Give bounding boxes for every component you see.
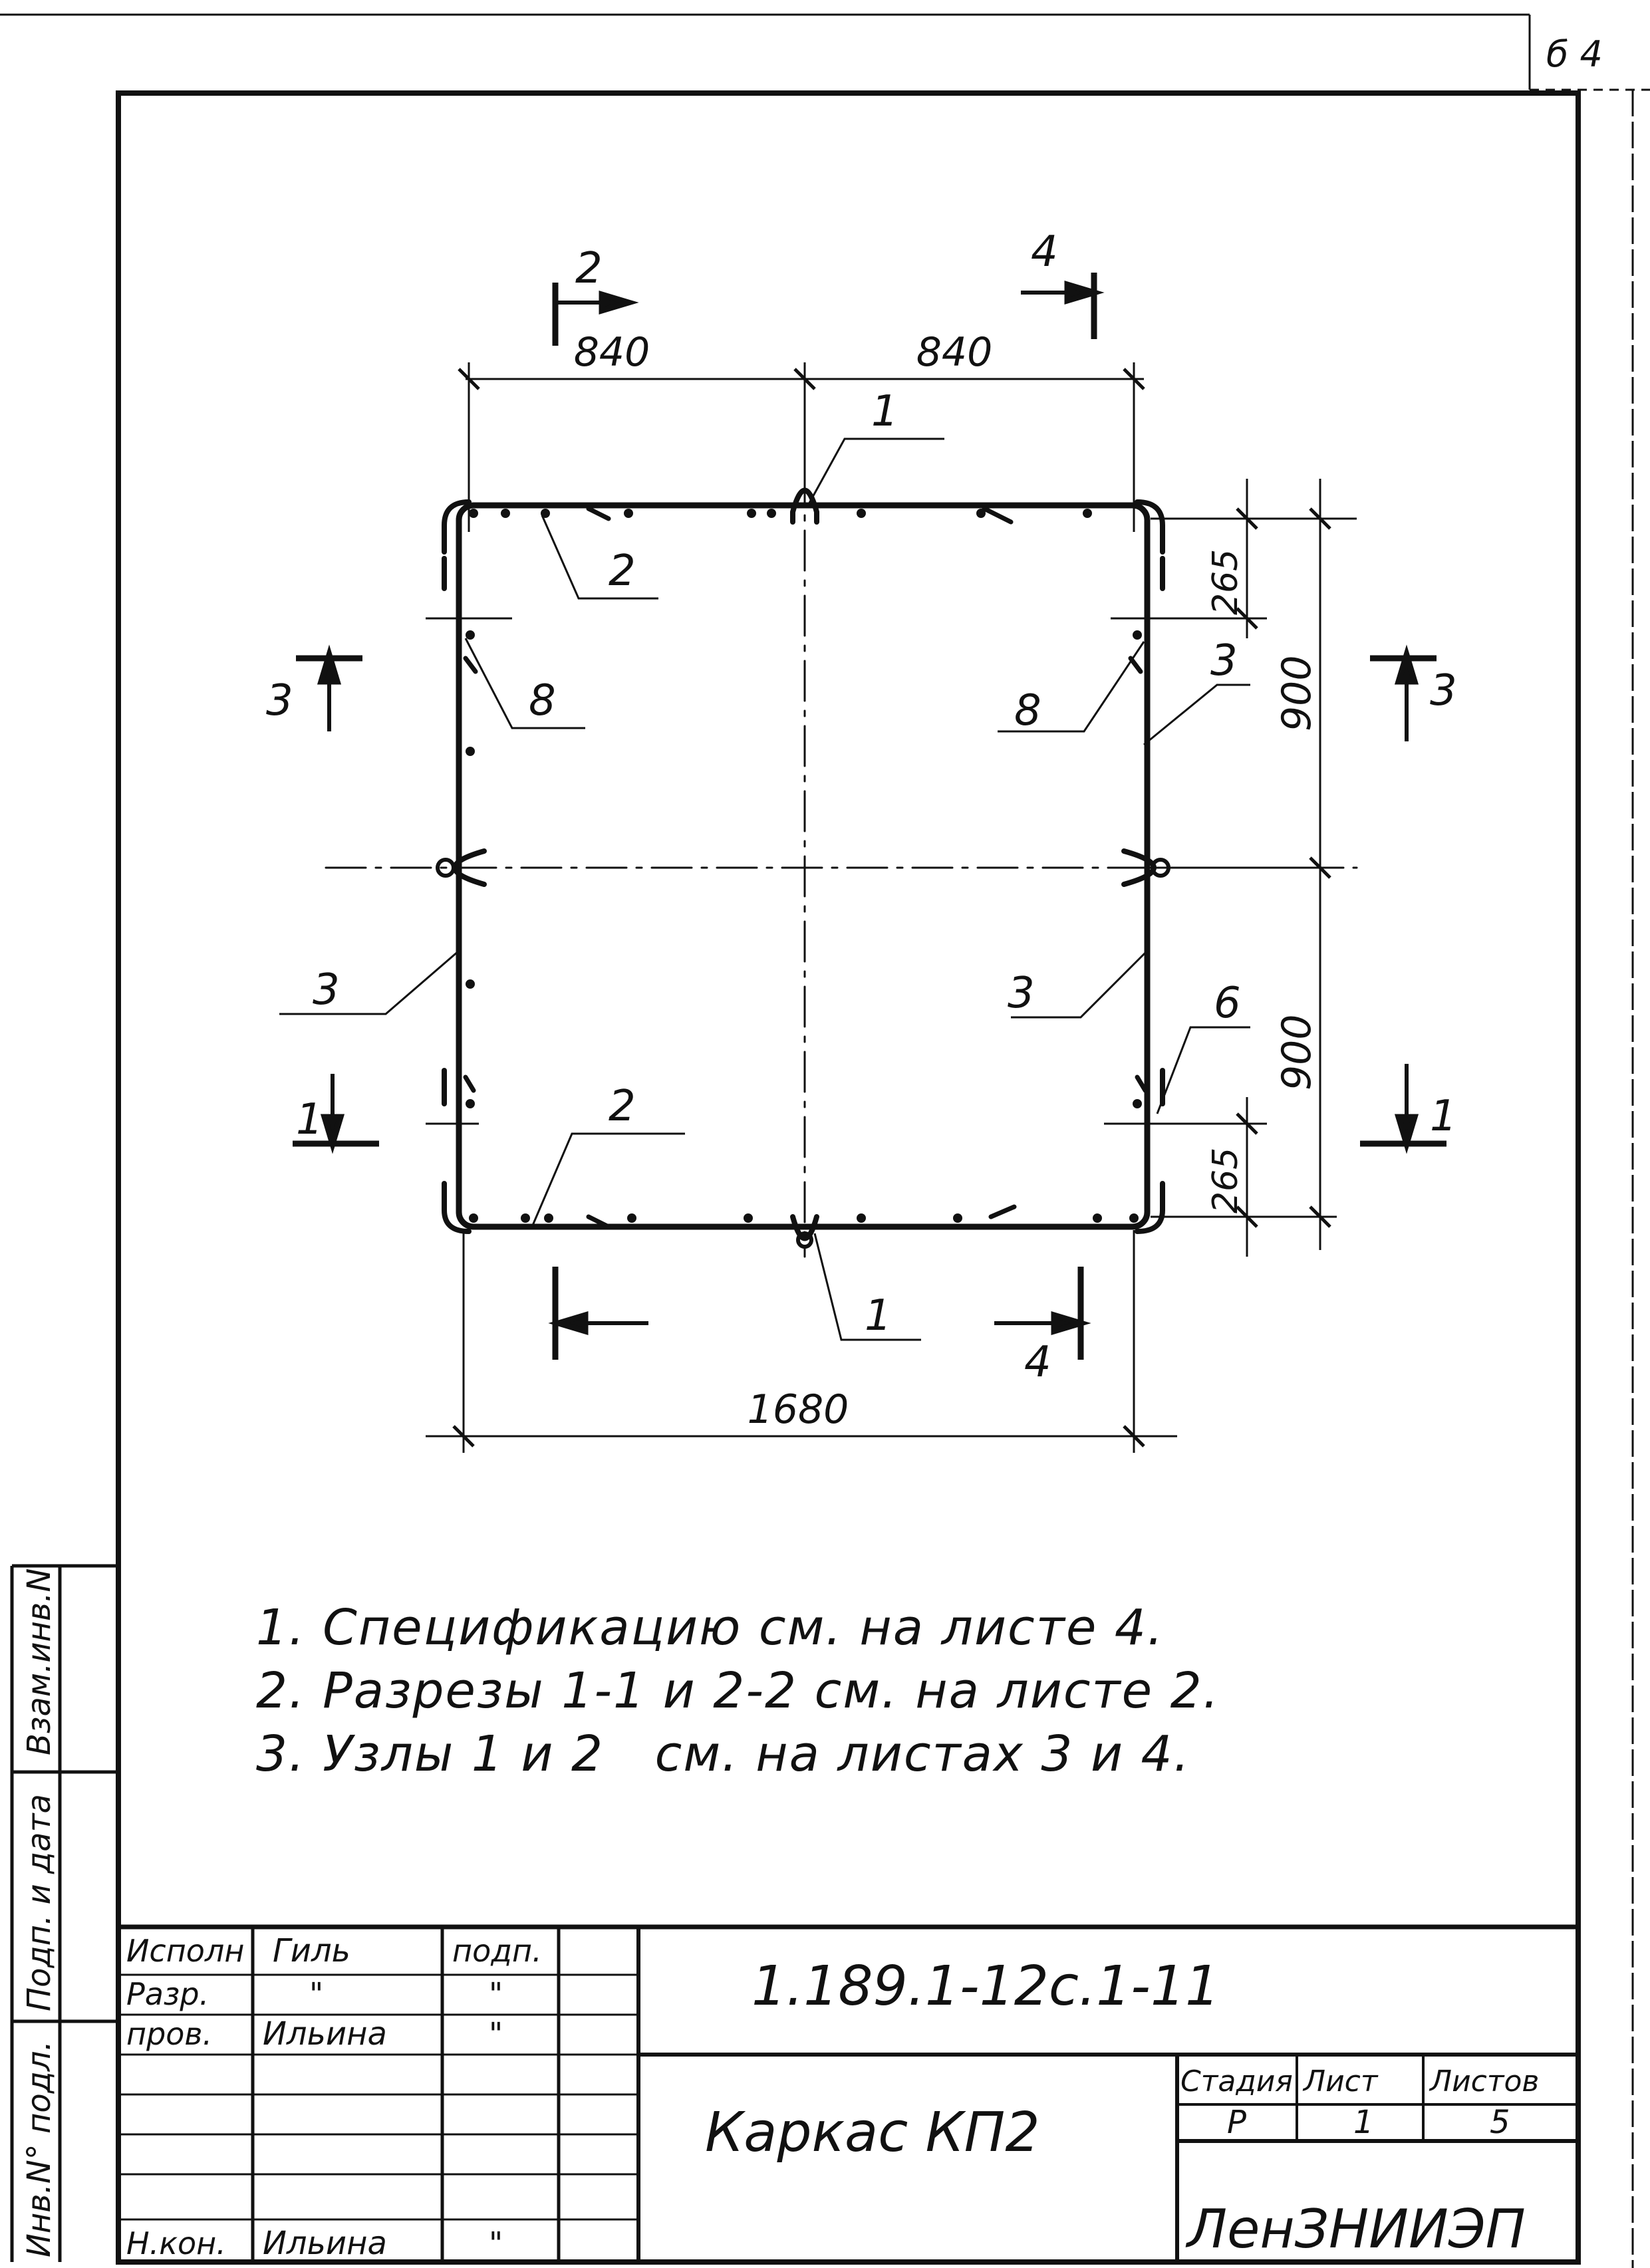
- note-3: 3. Узлы 1 и 2 см. на листах 3 и 4.: [256, 1725, 1191, 1783]
- callout-top-bar: 2: [609, 547, 636, 596]
- stage-value: Р: [1227, 2104, 1246, 2141]
- callout-bottom-bar: 2: [609, 1082, 636, 1131]
- rebar-dots: [466, 509, 1142, 1223]
- cage-outline: [456, 502, 1151, 1230]
- corner-mark: б 4: [1546, 33, 1603, 75]
- stage-header: Стадия: [1180, 2065, 1293, 2098]
- callout-right-lower-6: 6: [1214, 979, 1241, 1028]
- sheets-header: Листов: [1429, 2065, 1539, 2098]
- dim-right-bottom-small: 265: [1206, 1148, 1246, 1213]
- sign-norm-control: ": [489, 2225, 503, 2261]
- section-marks: [293, 273, 1446, 1360]
- side-stamp-substitute: Взам.инв.N: [21, 1569, 58, 1755]
- sheet-value: 1: [1353, 2104, 1374, 2141]
- role-developer: Разр.: [126, 1976, 209, 2012]
- role-checker: пров.: [126, 2016, 212, 2052]
- callout-bottom-center: 1: [865, 1291, 892, 1340]
- section-label-top-left: 2: [575, 244, 603, 293]
- callout-right-upper-3: 3: [1210, 636, 1238, 686]
- leader-lines: [279, 438, 1250, 1341]
- callout-right-upper-8: 8: [1014, 686, 1041, 735]
- callout-top-center: 1: [871, 387, 898, 436]
- dim-right-lower: 900: [1274, 1014, 1320, 1090]
- sign-header: подп.: [452, 1933, 542, 1969]
- side-stamp-original-inventory: Инв.N° подл.: [21, 2041, 58, 2257]
- side-stamp-signature-date: Подп. и дата: [21, 1794, 58, 2011]
- note-1: 1. Спецификацию см. на листе 4.: [256, 1599, 1165, 1656]
- section-label-lower-right: 1: [1430, 1092, 1457, 1141]
- lifting-loop-top: [790, 487, 819, 525]
- frame-drawing: [325, 464, 1358, 1258]
- title-block-grid: [118, 1924, 1578, 2262]
- note-2: 2. Разрезы 1-1 и 2-2 см. на листе 2.: [256, 1662, 1220, 1719]
- callout-left-lower-3: 3: [313, 965, 340, 1015]
- side-stamp: [10, 1564, 118, 2262]
- sheet-header: Лист: [1302, 2065, 1379, 2098]
- name-norm-control: Ильина: [263, 2225, 387, 2262]
- drawing-title: Каркас КП2: [705, 2101, 1040, 2164]
- role-executor: Исполн: [126, 1933, 244, 1969]
- section-label-left: 3: [266, 676, 293, 725]
- name-checker: Ильина: [263, 2015, 387, 2053]
- lifting-loop-bottom: [790, 1214, 819, 1241]
- dim-top-left: 840: [574, 329, 650, 376]
- sign-checker: ": [489, 2016, 503, 2052]
- sign-developer: ": [489, 1976, 503, 2012]
- callout-right-lower-3: 3: [1008, 969, 1035, 1018]
- role-norm-control: Н.кон.: [126, 2225, 226, 2261]
- dim-top-right: 840: [916, 329, 993, 376]
- drawing-frame: [116, 90, 1581, 2265]
- dim-right-upper: 900: [1274, 655, 1320, 731]
- section-label-top-right: 4: [1031, 227, 1058, 277]
- dim-bottom-total: 1680: [748, 1386, 849, 1433]
- dimension-lines: [426, 362, 1357, 1453]
- document-code: 1.189.1-12с.1-11: [752, 1955, 1220, 2018]
- section-label-right: 3: [1430, 666, 1457, 715]
- section-label-lower-left: 1: [296, 1095, 323, 1144]
- section-label-bottom-right: 4: [1024, 1338, 1051, 1387]
- dim-right-top-small: 265: [1206, 549, 1246, 615]
- callout-left-upper-8: 8: [529, 676, 556, 725]
- sheets-value: 5: [1490, 2104, 1510, 2141]
- name-executor: Гиль: [273, 1932, 350, 1969]
- organization: ЛенЗНИИЭП: [1185, 2198, 1526, 2260]
- name-developer: ": [309, 1976, 323, 2012]
